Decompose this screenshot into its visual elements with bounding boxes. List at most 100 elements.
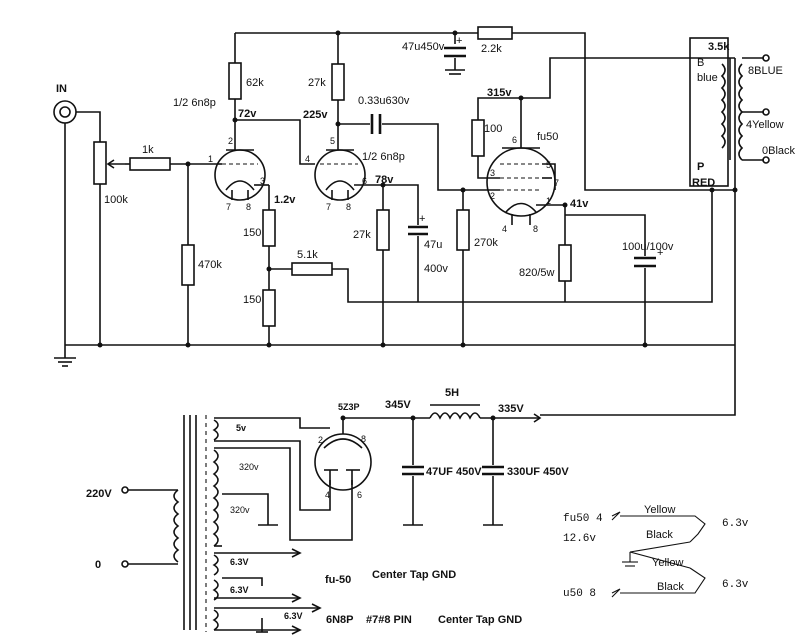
c100u-label: 100u/100v <box>622 241 674 253</box>
choke-label: 5H <box>445 387 459 399</box>
rectifier-label: 5Z3P <box>338 402 360 412</box>
power-transformer: 220V 0 <box>86 415 207 632</box>
svg-text:4: 4 <box>325 490 330 500</box>
voltage-72v: 72v <box>238 108 257 120</box>
svg-text:3: 3 <box>490 168 495 178</box>
fu50-pin4: fu50 4 <box>563 513 603 525</box>
winding-320v: 320v 320v <box>212 447 353 547</box>
c033-label: 0.33u630v <box>358 95 410 107</box>
w63a-label: 6.3V <box>230 557 249 567</box>
r5k1-label: 5.1k <box>297 249 318 261</box>
capacitor-033u: 0.33u630v <box>338 95 463 191</box>
cathode-chain-3: 41v 820/5w + 100u/100v <box>519 198 674 345</box>
svg-text:5: 5 <box>546 160 551 170</box>
v63b-label: 6.3v <box>722 579 749 591</box>
c47u-label: 47u <box>424 239 442 251</box>
c47u-v-label: 400v <box>424 263 448 275</box>
tube2-label: 1/2 6n8p <box>362 151 405 163</box>
heater-windings: 6.3V 6.3V fu-50 Center Tap GND 6.3V 6N8P… <box>212 548 522 635</box>
svg-text:2: 2 <box>228 136 233 146</box>
decoupling-network: + 47u450v 2.2k <box>402 26 513 75</box>
interstage-wire <box>235 119 315 165</box>
heater-detail: fu50 4 12.6v u50 8 Yellow Black Yellow B… <box>563 504 749 600</box>
input-label: IN <box>56 83 67 95</box>
svg-text:5: 5 <box>330 136 335 146</box>
tube1-label: 1/2 6n8p <box>173 97 216 109</box>
ot-blue: blue <box>697 72 718 84</box>
r100-label: 100 <box>484 123 502 135</box>
cathode-chain-2: 27k 78v + 47u 400v <box>353 174 448 345</box>
ot-red: RED <box>692 177 715 189</box>
svg-text:3: 3 <box>260 176 265 186</box>
resistor-62k: 62k 1/2 6n8p 72v <box>173 62 264 138</box>
r27k-b-label: 27k <box>353 229 371 241</box>
w320a-label: 320v <box>239 462 259 472</box>
svg-text:2: 2 <box>318 435 323 445</box>
svg-text:+: + <box>456 35 462 47</box>
c47u450-label: 47u450v <box>402 41 445 53</box>
r470k-label: 470k <box>198 259 222 271</box>
tube-3-fu50: 315v 100 fu50 6 3 5 2 7 1 4 8 <box>471 57 735 234</box>
b-plus-rail <box>234 30 736 345</box>
voltage-315v: 315v <box>487 87 512 99</box>
r150b-label: 150 <box>243 294 261 306</box>
volume-pot: 100k <box>93 141 128 345</box>
black2-label: Black <box>657 581 684 593</box>
r27k-a-label: 27k <box>308 77 326 89</box>
black1-label: Black <box>646 529 673 541</box>
ot-impedance: 3.5k <box>708 41 730 53</box>
r62k-label: 62k <box>246 77 264 89</box>
svg-text:+: + <box>419 213 425 225</box>
r270k-label: 270k <box>474 237 498 249</box>
voltage-335v: 335V <box>498 403 524 415</box>
svg-text:6: 6 <box>512 135 517 145</box>
resistor-27k-plate: 27k 225v <box>303 63 345 138</box>
output-transformer: 3.5k B blue P RED 8BLUE 4Yellow 0Black <box>689 37 796 193</box>
n6n8p-label: 6N8P <box>326 614 354 626</box>
voltage-41v: 41v <box>570 198 589 210</box>
ot-b: B <box>697 57 704 69</box>
fu50-label: fu-50 <box>325 574 351 586</box>
ot-tap0: 0Black <box>762 145 796 157</box>
svg-text:4: 4 <box>502 224 507 234</box>
zero-label: 0 <box>95 559 101 571</box>
resistor-5k1: 5.1k <box>269 190 713 303</box>
pin78-label: #7#8 PIN <box>366 614 412 626</box>
v12-6: 12.6v <box>563 533 596 545</box>
resistor-270k: 270k <box>456 187 500 345</box>
tube-2: 5 4 6 7 8 1/2 6n8p <box>305 136 405 212</box>
w320b-label: 320v <box>230 505 250 515</box>
input-jack: IN <box>53 83 101 345</box>
v63a-label: 6.3v <box>722 518 749 530</box>
svg-text:8: 8 <box>361 434 366 444</box>
svg-text:8: 8 <box>246 202 251 212</box>
svg-text:1: 1 <box>546 196 551 206</box>
voltage-78v: 78v <box>375 174 394 186</box>
svg-text:7: 7 <box>326 202 331 212</box>
svg-text:7: 7 <box>554 178 559 188</box>
winding-5v: 5v <box>212 417 331 511</box>
svg-text:7: 7 <box>226 202 231 212</box>
ctgnd1-label: Center Tap GND <box>372 569 456 581</box>
voltage-225v: 225v <box>303 109 328 121</box>
svg-text:2: 2 <box>490 191 495 201</box>
svg-text:4: 4 <box>305 154 310 164</box>
c330uf-label: 330UF 450V <box>507 466 569 478</box>
w5v-label: 5v <box>236 423 246 433</box>
tube3-label: fu50 <box>537 131 558 143</box>
svg-text:6: 6 <box>362 176 367 186</box>
u50-pin8: u50 8 <box>563 588 596 600</box>
tube-1: 2 1 3 7 8 <box>208 136 269 212</box>
r820-label: 820/5w <box>519 267 555 279</box>
voltage-345v: 345V <box>385 399 411 411</box>
voltage-1-2v: 1.2v <box>274 194 296 206</box>
svg-text:8: 8 <box>346 202 351 212</box>
r1k-label: 1k <box>142 144 154 156</box>
svg-text:1: 1 <box>208 154 213 164</box>
ot-tap4: 4Yellow <box>746 119 784 131</box>
c47uf-label: 47UF 450V <box>426 466 482 478</box>
r100k-label: 100k <box>104 194 128 206</box>
resistor-470k: 470k <box>181 164 222 345</box>
r2k2-label: 2.2k <box>481 43 502 55</box>
